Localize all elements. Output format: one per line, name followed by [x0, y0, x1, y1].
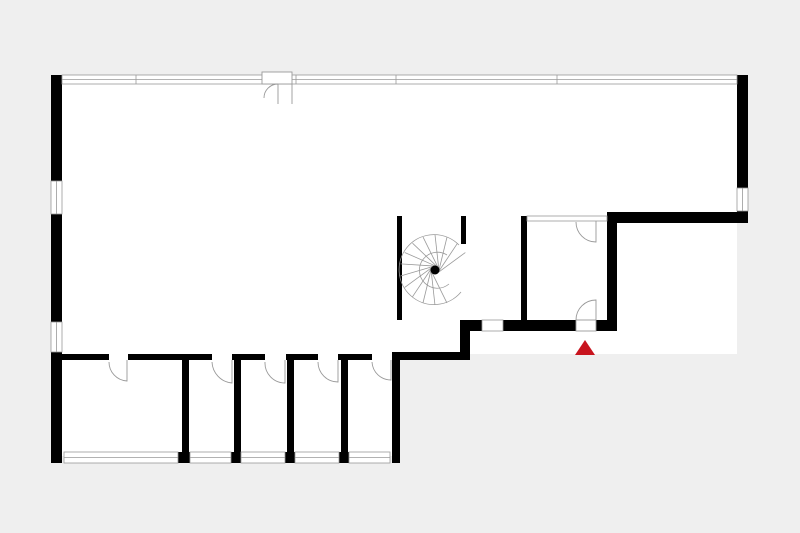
stair-tread — [400, 263, 435, 267]
left-wall — [51, 75, 62, 181]
entrance-marker-icon — [575, 340, 595, 355]
door-swing-room-2 — [211, 360, 233, 384]
door-swing-top — [263, 83, 279, 104]
stair-center-post — [430, 265, 440, 275]
stair-tread — [431, 272, 448, 304]
stair-tread — [412, 268, 432, 298]
stair-tread — [438, 242, 458, 272]
stair-tread — [412, 242, 438, 267]
stair-tread — [430, 271, 436, 306]
stair-tread — [438, 237, 448, 271]
stair-tread — [434, 234, 440, 269]
door-swing-vestibule — [575, 221, 597, 243]
stair-tread — [422, 236, 439, 268]
lower-rooms-top-wall — [62, 354, 109, 360]
stair-tread — [404, 267, 433, 288]
door-swing-room-3 — [264, 360, 286, 384]
door-swing-entry — [575, 299, 597, 321]
walls — [51, 75, 748, 463]
right-wall — [737, 75, 748, 188]
windows — [50, 74, 749, 464]
stair-tread — [400, 266, 434, 277]
stair-tread — [437, 252, 466, 273]
door-swing-room-1 — [108, 360, 128, 382]
door-swing-room-4 — [317, 360, 339, 383]
stair-tread — [404, 252, 436, 267]
stair-tread — [422, 269, 432, 303]
spiral-staircase — [398, 234, 466, 306]
door-swing-room-5 — [371, 360, 392, 381]
doors — [108, 71, 597, 384]
